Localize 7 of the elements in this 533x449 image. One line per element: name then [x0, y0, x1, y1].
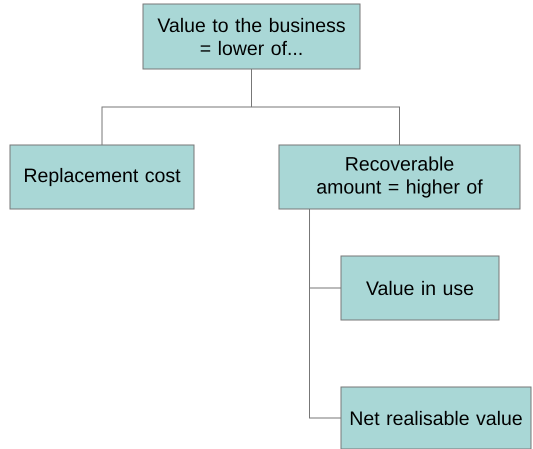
process-box: Net realisable value	[340, 386, 532, 449]
connector-line	[309, 209, 341, 418]
process-box: Value to the business = lower of...	[142, 4, 360, 70]
process-box: Value in use	[340, 256, 500, 320]
connector-line	[251, 69, 400, 145]
process-box: Replacement cost	[10, 144, 194, 210]
process-box: Recoverable amount = higher of	[278, 144, 520, 210]
